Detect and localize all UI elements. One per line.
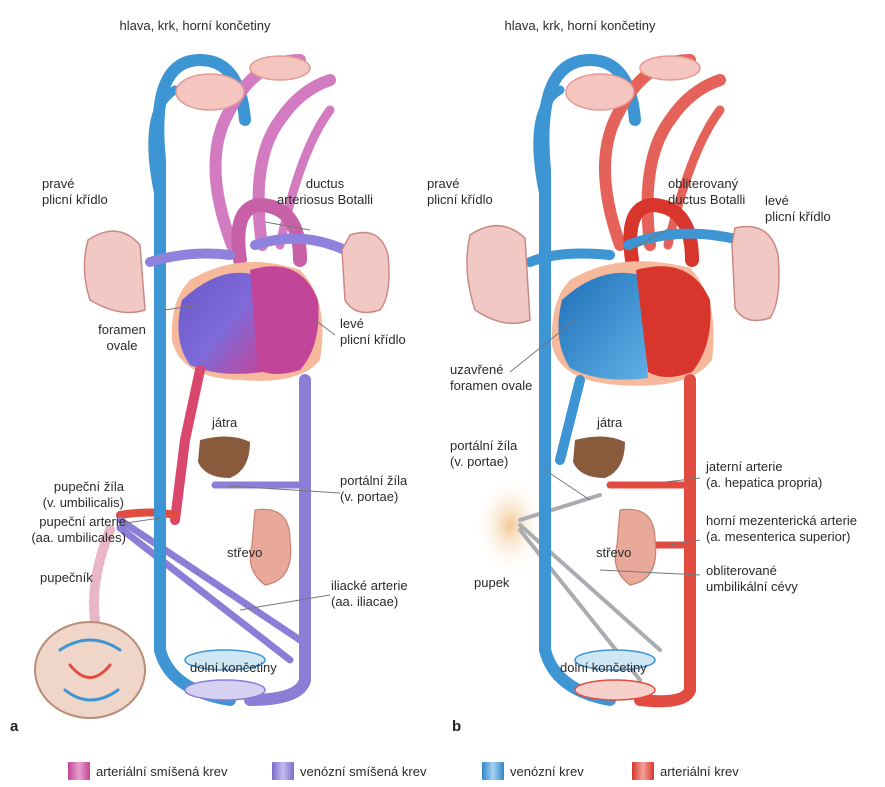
legend-item-arterial: arteriální krev: [632, 762, 739, 780]
label-portal-vein-a: portální žíla (v. portae): [340, 473, 407, 505]
label-umbilical-vessels-b: obliterované umbilikální cévy: [706, 563, 798, 595]
legend-label: arteriální smíšená krev: [96, 764, 228, 779]
legend-item-venous-mixed: venózní smíšená krev: [272, 762, 426, 780]
label-right-lung-b: pravé plicní křídlo: [427, 176, 493, 208]
label-legs-a: dolní končetiny: [190, 660, 277, 676]
label-liver-a: játra: [212, 415, 237, 431]
label-left-lung-b: levé plicní křídlo: [765, 193, 831, 225]
label-right-lung-a: pravé plicní křídlo: [42, 176, 108, 208]
legend-swatch: [68, 762, 90, 780]
label-legs-b: dolní končetiny: [560, 660, 647, 676]
legend: arteriální smíšená krev venózní smíšená …: [0, 762, 885, 786]
label-umbilical-arteries-a: pupeční arterie (aa. umbilicales): [0, 514, 126, 546]
legend-item-venous: venózní krev: [482, 762, 584, 780]
panel-letter-a: a: [10, 718, 18, 735]
label-navel-b: pupek: [474, 575, 509, 591]
label-cord-a: pupečník: [40, 570, 93, 586]
panel-letter-b: b: [452, 718, 461, 735]
legend-item-arterial-mixed: arteriální smíšená krev: [68, 762, 228, 780]
label-liver-b: játra: [597, 415, 622, 431]
legend-swatch: [272, 762, 294, 780]
legend-label: venózní smíšená krev: [300, 764, 426, 779]
label-head-a: hlava, krk, horní končetiny: [95, 18, 295, 34]
label-left-lung-a: levé plicní křídlo: [340, 316, 406, 348]
label-mesenteric-artery-b: horní mezenterická arterie (a. mesenteri…: [706, 513, 857, 545]
legend-label: venózní krev: [510, 764, 584, 779]
label-intestine-b: střevo: [596, 545, 631, 561]
legend-swatch: [482, 762, 504, 780]
label-ductus-a: ductus arteriosus Botalli: [265, 176, 385, 208]
label-portal-vein-b: portální žíla (v. portae): [450, 438, 517, 470]
label-foramen-a: foramen ovale: [82, 322, 162, 354]
label-head-b: hlava, krk, horní končetiny: [480, 18, 680, 34]
label-ductus-b: obliterovaný ductus Botalli: [668, 176, 745, 208]
label-umbilical-vein-a: pupeční žíla (v. umbilicalis): [0, 479, 124, 511]
label-foramen-b: uzavřené foramen ovale: [450, 362, 532, 394]
label-hepatic-artery-b: jaterní arterie (a. hepatica propria): [706, 459, 822, 491]
legend-swatch: [632, 762, 654, 780]
fetal-circulation: [35, 56, 389, 718]
label-intestine-a: střevo: [227, 545, 262, 561]
label-iliac-a: iliacké arterie (aa. iliacae): [331, 578, 408, 610]
legend-label: arteriální krev: [660, 764, 739, 779]
